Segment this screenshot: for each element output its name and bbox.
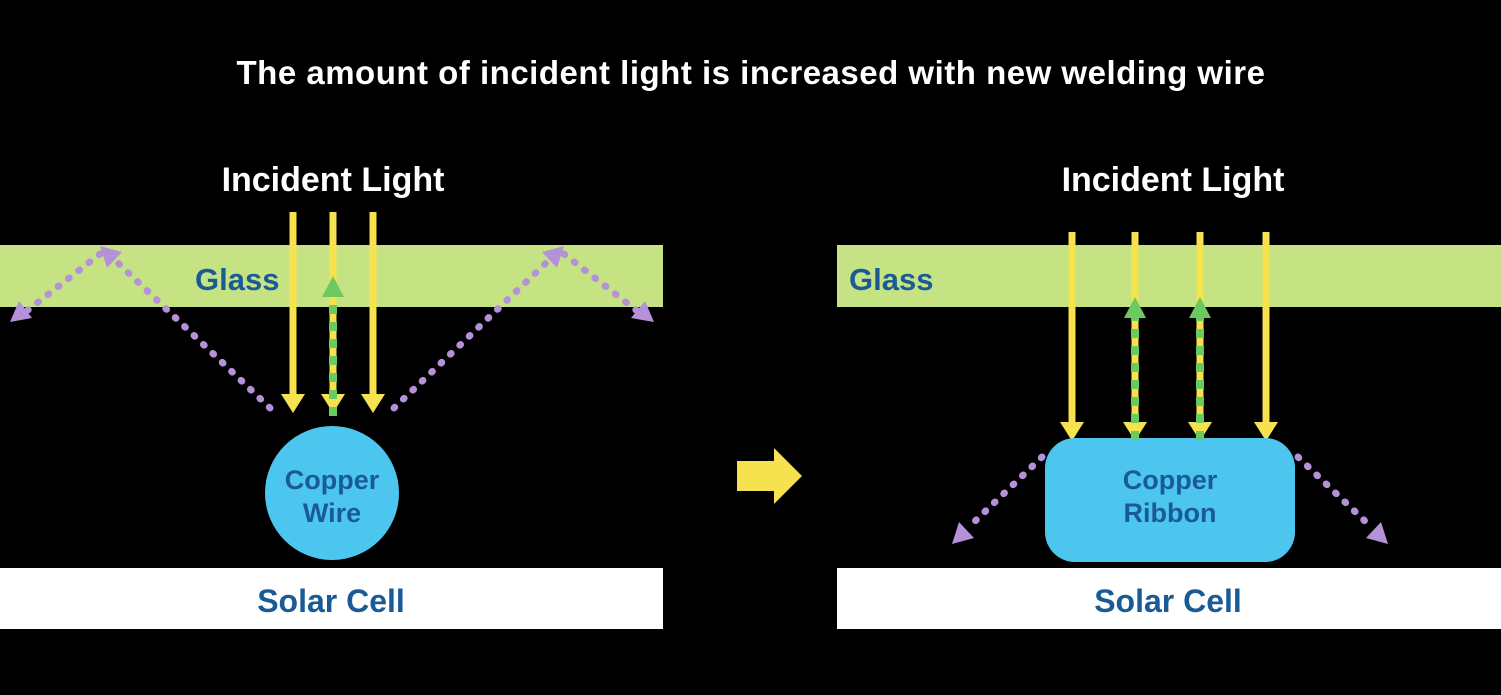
right-glass-band bbox=[837, 245, 1501, 307]
purple-arrow-head bbox=[1366, 522, 1388, 544]
down-arrow-head bbox=[281, 394, 305, 413]
left-escaping-light-left bbox=[10, 246, 274, 412]
left-panel: Incident Light Glass bbox=[0, 161, 663, 629]
left-solar-cell-band bbox=[0, 568, 663, 629]
right-incident-light-arrows bbox=[1060, 232, 1278, 441]
left-incident-light-arrows bbox=[281, 212, 385, 413]
down-arrow-head bbox=[321, 394, 345, 413]
right-reflected-green-arrows bbox=[1124, 297, 1211, 440]
purple-arrow-head bbox=[10, 301, 32, 322]
diagram-title: The amount of incident light is increase… bbox=[237, 54, 1266, 91]
down-arrow-head bbox=[1254, 422, 1278, 441]
right-solar-cell-band bbox=[837, 568, 1501, 629]
right-solar-cell-label: Solar Cell bbox=[1094, 583, 1242, 619]
left-reflected-green-arrow bbox=[322, 276, 344, 416]
up-arrow-head bbox=[1124, 297, 1146, 318]
purple-arrow-head bbox=[542, 246, 564, 268]
purple-dotted-segment bbox=[113, 258, 274, 412]
left-incident-light-label: Incident Light bbox=[222, 161, 445, 199]
purple-arrow-head bbox=[952, 522, 974, 544]
purple-arrow-head bbox=[631, 301, 654, 322]
right-glass-label: Glass bbox=[849, 262, 933, 297]
copper-ribbon-label-line2: Ribbon bbox=[1124, 498, 1217, 528]
purple-dotted-segment bbox=[968, 453, 1046, 528]
right-deflected-light-right bbox=[1294, 453, 1388, 544]
transition-right-arrow-icon bbox=[737, 448, 802, 504]
right-deflected-light-left bbox=[952, 453, 1046, 544]
left-glass-label: Glass bbox=[195, 262, 279, 297]
purple-dotted-segment bbox=[390, 258, 551, 412]
up-arrow-head bbox=[322, 276, 344, 297]
left-escaping-light-right bbox=[390, 246, 654, 412]
purple-dotted-segment bbox=[1294, 453, 1372, 528]
right-panel: Incident Light Glass Copper Ribbon bbox=[837, 161, 1501, 629]
up-arrow-head bbox=[1189, 297, 1211, 318]
purple-dotted-segment bbox=[24, 250, 104, 314]
copper-wire-circle bbox=[265, 426, 399, 560]
copper-ribbon-label-line1: Copper bbox=[1123, 465, 1218, 495]
down-arrow-head bbox=[361, 394, 385, 413]
left-solar-cell-label: Solar Cell bbox=[257, 583, 405, 619]
copper-ribbon-rect bbox=[1045, 438, 1295, 562]
purple-dotted-segment bbox=[560, 250, 640, 314]
right-incident-light-label: Incident Light bbox=[1062, 161, 1285, 199]
down-arrow-head bbox=[1060, 422, 1084, 441]
copper-wire-label-line1: Copper bbox=[285, 465, 380, 495]
copper-wire-label-line2: Wire bbox=[303, 498, 361, 528]
purple-arrow-head bbox=[100, 246, 122, 268]
